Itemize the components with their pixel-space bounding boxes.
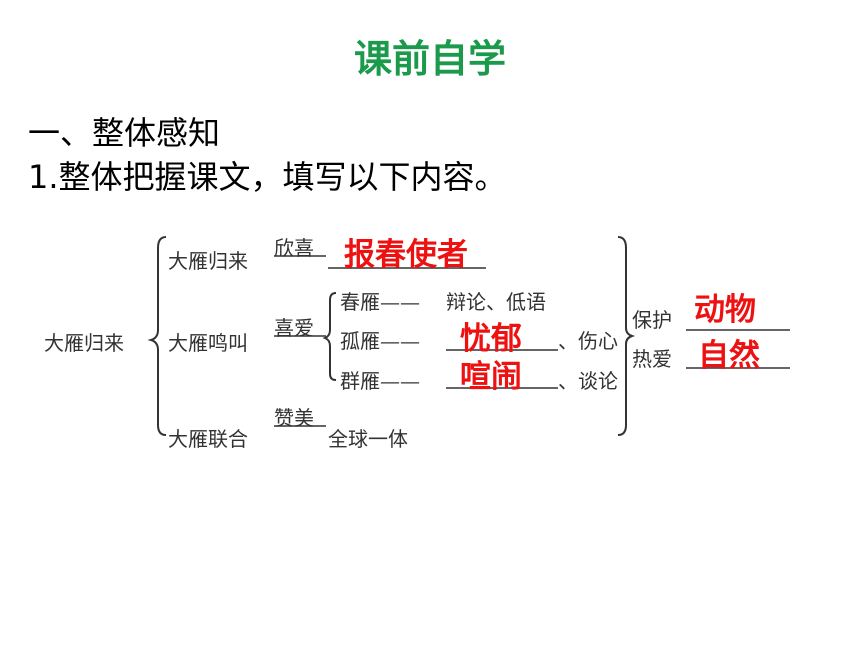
answer-nature: 自然 <box>698 338 760 374</box>
branch3-relation: 赞美 <box>274 406 314 430</box>
branch2-label: 大雁鸣叫 <box>168 331 248 355</box>
answer-noisy: 喧闹 <box>460 359 522 395</box>
branch3-result: 全球一体 <box>328 427 408 451</box>
page-title: 课前自学 <box>353 37 506 81</box>
branch1-relation: 欣喜 <box>274 236 314 260</box>
diagram-root: 大雁归来 <box>44 331 124 355</box>
sub3-suffix: 、谈论 <box>558 369 618 393</box>
sub1-text: 辩论、低语 <box>446 290 546 314</box>
branch1-label: 大雁归来 <box>168 249 248 273</box>
instruction-text: 1.整体把握课文，填写以下内容。 <box>28 158 507 196</box>
right-love-label: 热爱 <box>632 347 672 371</box>
sub1-label: 春雁—— <box>340 290 420 314</box>
branch2-relation: 喜爱 <box>274 316 314 340</box>
right-protect-label: 保护 <box>632 308 672 332</box>
sub2-label: 孤雁—— <box>340 329 420 353</box>
answer-animals: 动物 <box>694 292 756 328</box>
sub2-suffix: 、伤心 <box>558 329 618 353</box>
answer-spring-messenger: 报春使者 <box>344 237 468 273</box>
answer-melancholy: 忧郁 <box>460 321 522 357</box>
branch3-label: 大雁联合 <box>168 427 248 451</box>
section-heading: 一、整体感知 <box>28 114 221 152</box>
sub3-label: 群雁—— <box>340 369 420 393</box>
